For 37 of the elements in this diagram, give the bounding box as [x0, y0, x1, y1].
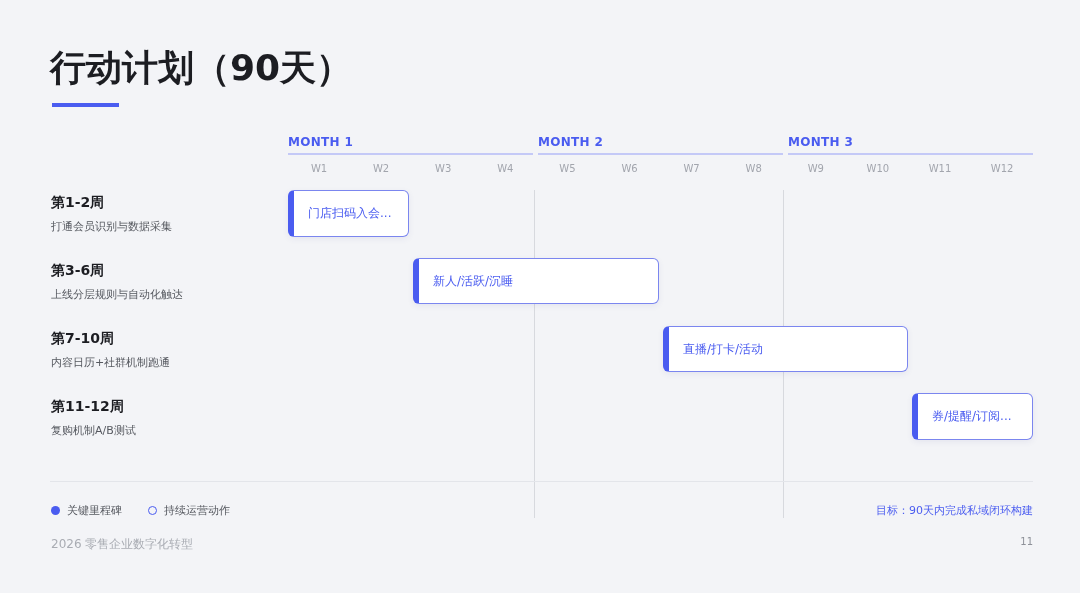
- phase-description: 内容日历+社群机制跑通: [51, 355, 171, 370]
- week-label: W1: [309, 163, 329, 174]
- footer-text: 2026 零售企业数字化转型: [51, 536, 194, 553]
- goal-note: 目标：90天内完成私域闭环构建: [876, 503, 1033, 518]
- week-label: W6: [620, 163, 639, 174]
- gantt-bar: [288, 190, 409, 237]
- week-label: W4: [496, 163, 515, 174]
- bar-label: 门店扫码入会...: [308, 205, 392, 222]
- month-header: MONTH 3: [788, 135, 1033, 155]
- bar-label: 券/提醒/订阅...: [932, 408, 1012, 425]
- legend-label: 关键里程碑: [67, 503, 122, 518]
- phase-title: 第3-6周: [51, 262, 105, 280]
- month-header: MONTH 1: [288, 135, 533, 155]
- phase-title: 第7-10周: [51, 330, 115, 348]
- page-number: 11: [1020, 536, 1033, 547]
- phase-description: 打通会员识别与数据采集: [51, 219, 172, 234]
- phase-description: 复购机制A/B测试: [51, 423, 136, 438]
- gantt-bar: [912, 393, 1033, 440]
- month-header: MONTH 2: [538, 135, 783, 155]
- week-label: W10: [865, 163, 891, 174]
- week-label: W11: [927, 163, 953, 174]
- gantt-bar: [663, 326, 908, 372]
- phase-description: 上线分层规则与自动化触达: [51, 287, 183, 302]
- week-label: W7: [682, 163, 701, 174]
- week-label: W5: [558, 163, 577, 174]
- bar-label: 新人/活跃/沉睡: [433, 272, 514, 290]
- week-label: W3: [434, 163, 453, 174]
- week-label: W12: [989, 163, 1015, 174]
- gantt-bar: [413, 258, 659, 304]
- page-title: 行动计划（90天）: [50, 46, 353, 90]
- bar-label: 直播/打卡/活动: [683, 340, 764, 358]
- week-label: W9: [806, 163, 825, 174]
- legend-label: 持续运营动作: [164, 503, 230, 518]
- phase-title: 第11-12周: [51, 398, 124, 416]
- phase-title: 第1-2周: [51, 194, 105, 212]
- week-label: W2: [371, 163, 391, 174]
- week-label: W8: [744, 163, 763, 174]
